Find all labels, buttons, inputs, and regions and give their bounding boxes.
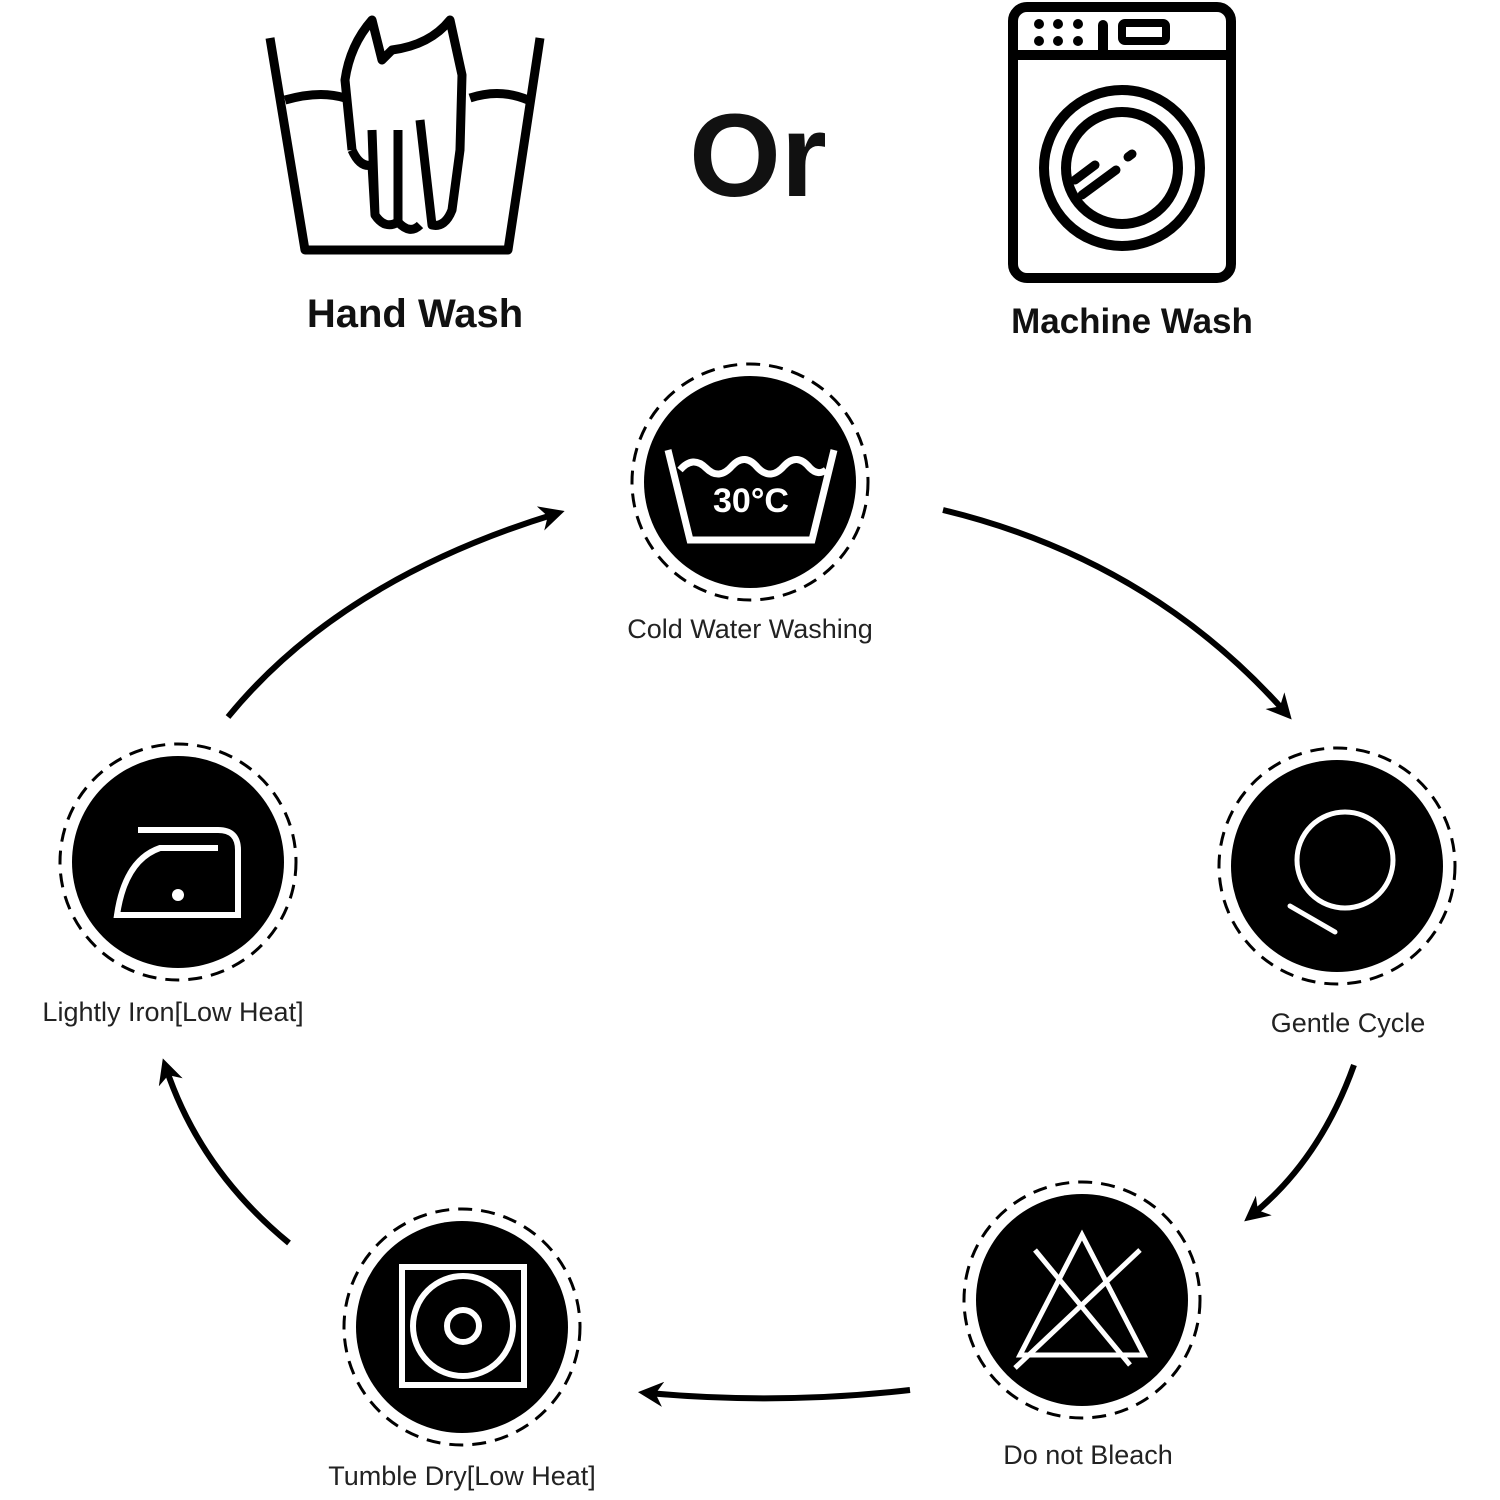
machine-wash-label: Machine Wash: [1011, 302, 1253, 341]
cold-water-washing-badge: 30°C: [630, 362, 870, 602]
iron-low-heat-icon: [113, 827, 241, 918]
arrow-wash-to-gentle: [942, 507, 1292, 720]
hand-wash-icon: [265, 15, 545, 255]
step-label-cold-water-washing: Cold Water Washing: [627, 614, 873, 644]
gentle-cycle-icon: [1287, 809, 1396, 935]
tumble-dry-icon: [399, 1264, 527, 1388]
or-label: Or: [689, 90, 827, 222]
step-label-gentle-cycle: Gentle Cycle: [1270, 1008, 1426, 1038]
wash-tub-30c-icon: [664, 449, 838, 544]
step-label-tumble-dry: Tumble Dry[Low Heat]: [328, 1461, 596, 1491]
gentle-cycle-badge: [1217, 746, 1457, 986]
step-label-do-not-bleach: Do not Bleach: [1003, 1440, 1173, 1470]
hand-wash-label: Hand Wash: [306, 292, 524, 336]
arrow-gentle-to-bleach: [1244, 1063, 1357, 1222]
step-label-lightly-iron: Lightly Iron[Low Heat]: [42, 997, 304, 1027]
heat-dot-icon: [172, 889, 184, 901]
washing-machine-buttons: [1034, 19, 1083, 46]
arrow-bleach-to-dry: [637, 1381, 911, 1407]
no-bleach-icon: [1013, 1229, 1149, 1370]
iron-badge: [58, 742, 298, 982]
tumble-dry-badge: [342, 1207, 582, 1447]
do-not-bleach-badge: [962, 1180, 1202, 1420]
arrow-iron-to-wash: [225, 506, 565, 719]
arrow-dry-to-iron: [158, 1058, 291, 1246]
temperature-text: 30°C: [713, 482, 789, 520]
washing-machine-icon: [1008, 2, 1236, 283]
